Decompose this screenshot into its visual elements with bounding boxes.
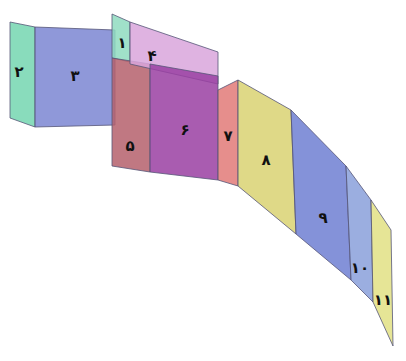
panel-number: ۷ — [223, 129, 232, 144]
panel-number: ۴ — [147, 49, 156, 64]
panel-number: ۱۱ — [374, 293, 392, 308]
panel-shape — [112, 58, 150, 172]
facade-panel: ۳ — [35, 27, 115, 127]
panel-shape — [346, 166, 373, 302]
facade-panel: ۱ — [112, 14, 130, 62]
panel-shape — [291, 110, 351, 280]
facade-panel: ۵ — [112, 58, 150, 172]
panel-number: ۱ — [117, 36, 126, 51]
panel-number: ۳ — [70, 69, 79, 84]
facade-panel: ۷ — [218, 80, 238, 186]
panel-number: ۱۰ — [351, 261, 369, 276]
panel-number: ۶ — [180, 123, 189, 138]
panel-number: ۸ — [261, 153, 270, 168]
facade-panel: ۱۱ — [371, 200, 393, 346]
facade-panel: ۱۰ — [346, 166, 373, 302]
facade-panel: ۲ — [10, 22, 35, 127]
facade-panel: ۶ — [150, 64, 218, 180]
panel-number: ۹ — [318, 211, 327, 226]
facade-panel: ۹ — [291, 110, 351, 280]
panel-number: ۵ — [125, 139, 134, 154]
facade-panel: ۸ — [238, 80, 296, 234]
panel-shape — [371, 200, 393, 346]
panel-number: ۲ — [14, 65, 23, 80]
